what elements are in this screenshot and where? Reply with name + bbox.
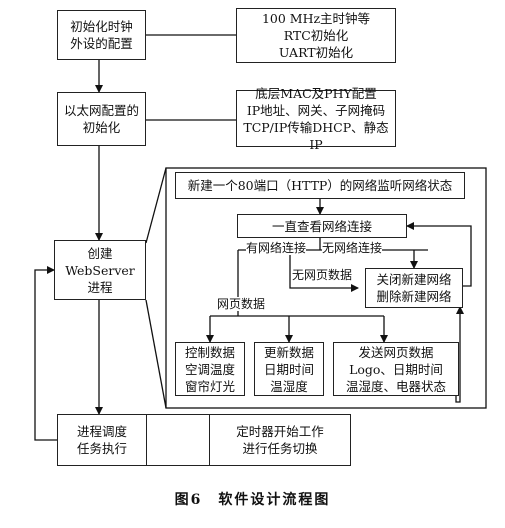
- box-text-line: 日期时间: [263, 361, 314, 377]
- box-text-line: 定时器开始工作: [236, 424, 324, 439]
- box-text-line: 初始化: [82, 120, 121, 135]
- figure-caption: 图6 软件设计流程图: [174, 492, 331, 508]
- watch-connection-box: 一直查看网络连接: [237, 214, 407, 238]
- label-has-connection: 有网络连接: [246, 241, 307, 255]
- box-text-line: 删除新建网络: [376, 289, 452, 304]
- box-text-line: Logo、日期时间: [349, 361, 443, 377]
- box-text-line: 以太网配置的: [63, 103, 139, 118]
- box-text-line: 进行任务切换: [242, 441, 318, 456]
- label-page-data: 网页数据: [217, 297, 266, 311]
- box-text-line: 窗帘灯光: [184, 378, 235, 394]
- scheduler-box: 进程调度任务执行: [57, 414, 147, 466]
- close-connection-box: 关闭新建网络删除新建网络: [365, 268, 463, 308]
- callout-top: [145, 167, 167, 244]
- box-text-line: 进程调度: [76, 424, 127, 439]
- control-data-box: 控制数据空调温度窗帘灯光: [175, 342, 245, 396]
- box-text-line: 控制数据: [184, 344, 235, 360]
- webserver-process-frame: [165, 167, 487, 409]
- eth-config-box: 以太网配置的初始化: [57, 92, 146, 146]
- new-port-box: 新建一个80端口（HTTP）的网络监听网络状态: [175, 172, 465, 199]
- box-text-line: 进程: [87, 279, 113, 295]
- update-data-box: 更新数据日期时间温湿度: [254, 342, 324, 396]
- callout-bottom: [145, 299, 167, 409]
- box-text-line: RTC初始化: [283, 28, 349, 43]
- box-text-line: 底层MAC及PHY配置: [255, 85, 377, 101]
- box-text-line: 温湿度: [270, 378, 308, 394]
- box-text-line: 外设的配置: [70, 36, 133, 51]
- arrow-send-loop: [455, 306, 464, 403]
- box-text-line: 更新数据: [263, 344, 314, 360]
- box-text-line: 任务执行: [76, 441, 127, 456]
- box-text-line: UART初始化: [278, 45, 354, 60]
- box-text-line: 创建: [87, 245, 113, 261]
- box-text-line: TCP/IP传输DHCP、静态IP: [243, 119, 389, 152]
- init-clock-detail-box: 100 MHz主时钟等 RTC初始化 UART初始化: [236, 8, 396, 63]
- label-no-page-data: 无网页数据: [292, 268, 353, 282]
- box-text-line: 温湿度、电器状态: [345, 378, 446, 394]
- box-text-line: 初始化时钟: [70, 19, 133, 34]
- label-no-connection: 无网络连接: [322, 241, 383, 255]
- timer-switch-box: 定时器开始工作进行任务切换: [209, 414, 351, 466]
- box-text-line: IP地址、网关、子网掩码: [246, 102, 386, 118]
- box-text-line: 一直查看网络连接: [271, 218, 372, 234]
- scheduler-middle-cell: [146, 414, 210, 466]
- box-text-line: 关闭新建网络: [376, 272, 452, 287]
- box-text-line: WebServer: [65, 262, 135, 278]
- arrow-has-to-no-page: [289, 250, 359, 292]
- box-text-line: 空调温度: [184, 361, 235, 377]
- arrow-scheduler-to-create: [34, 266, 57, 441]
- box-text-line: 发送网页数据: [358, 344, 434, 360]
- box-text-line: 新建一个80端口（HTTP）的网络监听网络状态: [187, 178, 453, 193]
- init-clock-box: 初始化时钟外设的配置: [57, 10, 146, 60]
- arrow-close-loop-back: [406, 222, 472, 287]
- box-text-line: 100 MHz主时钟等: [261, 11, 371, 26]
